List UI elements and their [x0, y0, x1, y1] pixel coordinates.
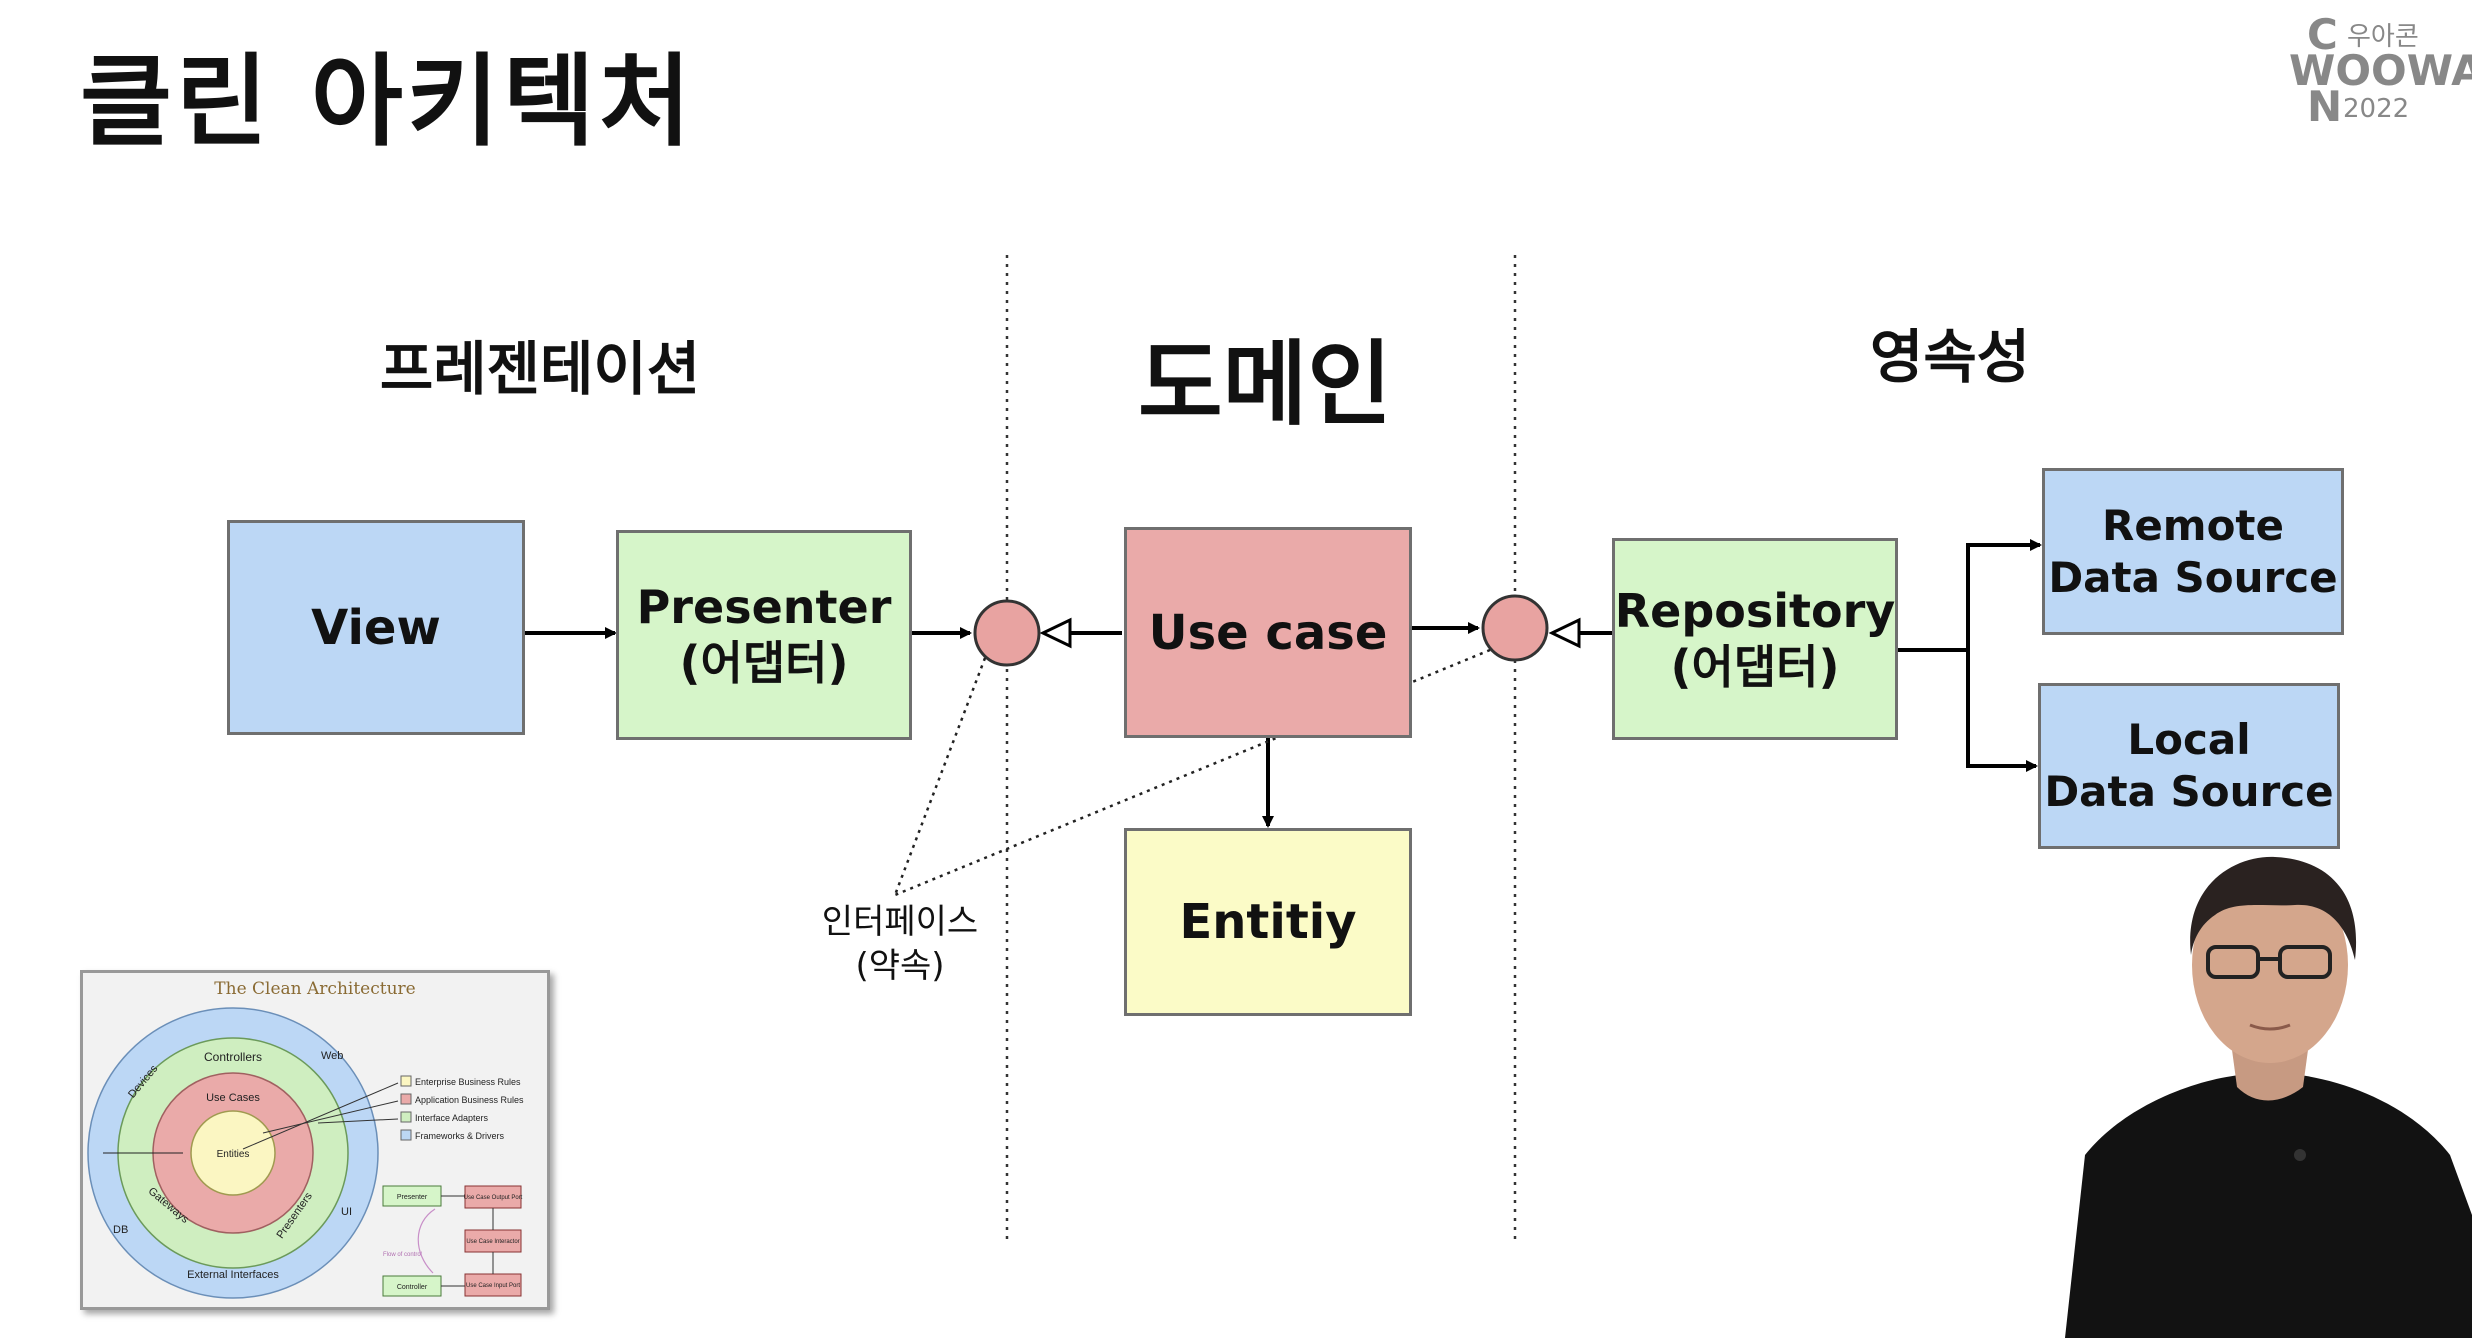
interface-label: 인터페이스 (약속)	[790, 900, 1010, 988]
interface-circle-right	[1481, 594, 1549, 662]
pointer-line-right	[894, 648, 1491, 897]
flow-input-port: Use Case Input Port	[466, 1283, 520, 1289]
interface-circle-left	[973, 599, 1041, 667]
interface-label-line1: 인터페이스	[821, 902, 979, 942]
legend-interface-adapters: Interface Adapters	[415, 1113, 489, 1123]
local-datasource-box: Local Data Source	[2038, 683, 2340, 849]
view-label: View	[311, 599, 441, 656]
section-persistence: 영속성	[1869, 323, 2031, 391]
view-box: View	[227, 520, 525, 735]
entity-label: Entitiy	[1179, 894, 1357, 950]
section-domain: 도메인	[1138, 331, 1392, 438]
legend-application: Application Business Rules	[415, 1095, 524, 1105]
legend-enterprise: Enterprise Business Rules	[415, 1077, 521, 1087]
page-title: 클린 아키텍처	[80, 43, 695, 160]
flow-of-control-label: Flow of control	[383, 1252, 422, 1258]
speaker-video	[2065, 856, 2472, 1338]
hollow-arrow-left	[1039, 617, 1072, 649]
ring-label-usecases: Use Cases	[206, 1092, 260, 1104]
thumbnail-title: The Clean Architecture	[214, 979, 416, 999]
pointer-line-left	[893, 657, 987, 896]
ring-label-web: Web	[321, 1050, 343, 1062]
repository-sublabel: (어댑터)	[1670, 640, 1840, 694]
repository-label: Repository	[1614, 584, 1896, 638]
usecase-box: Use case	[1124, 527, 1412, 738]
local-label-line1: Local	[2127, 715, 2251, 764]
remote-label-line2: Data Source	[2048, 552, 2338, 602]
logo-text-woowa: WOOWA	[2289, 46, 2472, 95]
presenter-label: Presenter	[636, 580, 892, 634]
clean-architecture-thumbnail: The Clean Architecture Controllers Use C…	[80, 970, 550, 1310]
ring-label-db: DB	[113, 1224, 128, 1236]
remote-label-line1: Remote	[2101, 500, 2284, 550]
repository-box: Repository (어댑터)	[1612, 538, 1898, 740]
legend-frameworks: Frameworks & Drivers	[415, 1131, 505, 1141]
logo-text-woowacon: 우아콘	[2347, 22, 2419, 52]
interface-label-line2: (약속)	[855, 946, 945, 986]
presenter-box: Presenter (어댑터)	[616, 530, 912, 740]
logo-letter-c: C	[2307, 10, 2338, 59]
flow-interactor: Use Case Interactor	[466, 1239, 519, 1245]
usecase-label: Use case	[1148, 604, 1388, 661]
woowacon-logo: C 우아콘 WOOWA N 2022	[2289, 10, 2472, 128]
logo-letter-n: N	[2307, 82, 2343, 131]
flow-controller: Controller	[397, 1284, 428, 1291]
presenter-sublabel: (어댑터)	[679, 636, 849, 690]
section-presentation: 프레젠테이션	[379, 335, 701, 403]
ring-label-entities: Entities	[217, 1149, 250, 1160]
flow-presenter: Presenter	[397, 1194, 428, 1201]
ring-label-external-interfaces: External Interfaces	[187, 1269, 279, 1281]
logo-text-year: 2022	[2343, 94, 2410, 124]
ring-label-ui: UI	[341, 1206, 352, 1218]
flow-output-port: Use Case Output Port	[464, 1195, 523, 1201]
hollow-arrow-right	[1548, 617, 1581, 649]
clean-architecture-figure: Controllers Use Cases Entities Web Devic…	[87, 1007, 524, 1299]
remote-datasource-box: Remote Data Source	[2042, 468, 2344, 635]
local-label-line2: Data Source	[2044, 767, 2334, 816]
entity-box: Entitiy	[1124, 828, 1412, 1016]
ring-label-controllers: Controllers	[204, 1050, 262, 1064]
